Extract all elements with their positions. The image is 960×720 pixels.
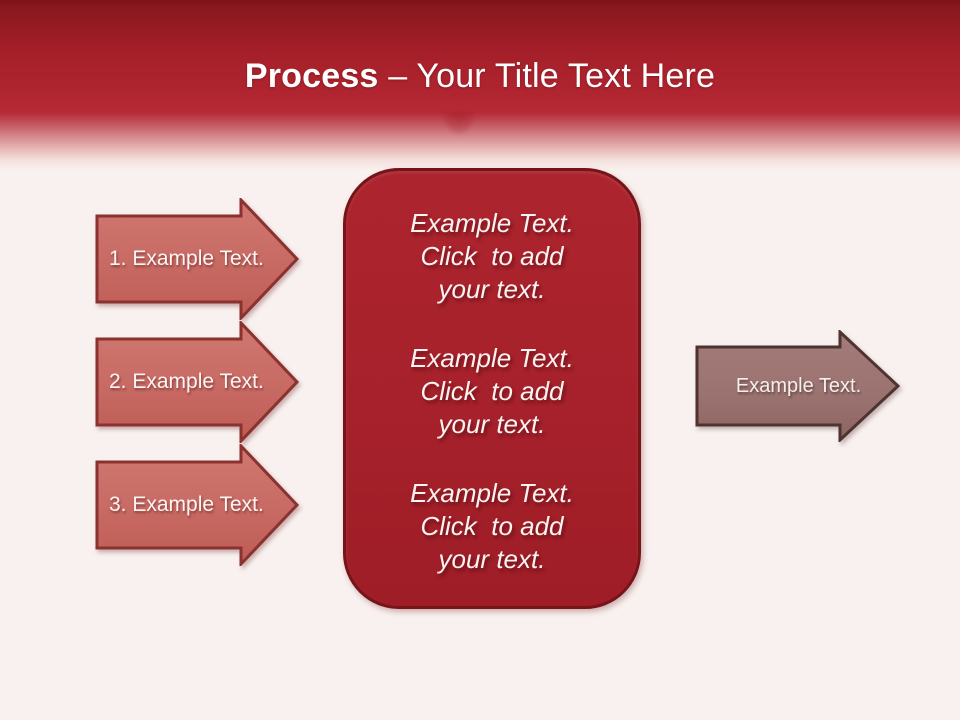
panel-text-block-2[interactable]: Example Text. Click to add your text. (410, 343, 574, 439)
right-arrow-shape (95, 321, 300, 443)
step-arrow-2-label: 2. Example Text. (109, 370, 264, 393)
step-arrow-1-label: 1. Example Text. (109, 247, 264, 270)
step-arrow-3[interactable]: 3. Example Text. (95, 444, 301, 566)
slide-title[interactable]: Process – Your Title Text Here (0, 52, 960, 100)
step-arrow-1[interactable]: 1. Example Text. (95, 198, 301, 320)
result-arrow[interactable]: Example Text. (695, 330, 902, 442)
step-arrow-2[interactable]: 2. Example Text. (95, 321, 301, 443)
right-arrow-shape (695, 330, 901, 442)
slide-title-bold-text: Process (244, 57, 379, 95)
slide-title-regular-text: – Your Title Text Here (378, 57, 716, 95)
panel-text-block-3[interactable]: Example Text. Click to add your text. (410, 478, 574, 574)
right-arrow-shape (95, 198, 300, 320)
header-notch-decoration (436, 112, 482, 146)
right-arrow-shape (95, 444, 300, 566)
step-arrow-3-label: 3. Example Text. (109, 493, 264, 516)
panel-text-block-1[interactable]: Example Text. Click to add your text. (410, 208, 574, 304)
center-text-panel[interactable]: Example Text. Click to add your text. Ex… (343, 168, 641, 609)
result-arrow-label: Example Text. (735, 374, 862, 397)
